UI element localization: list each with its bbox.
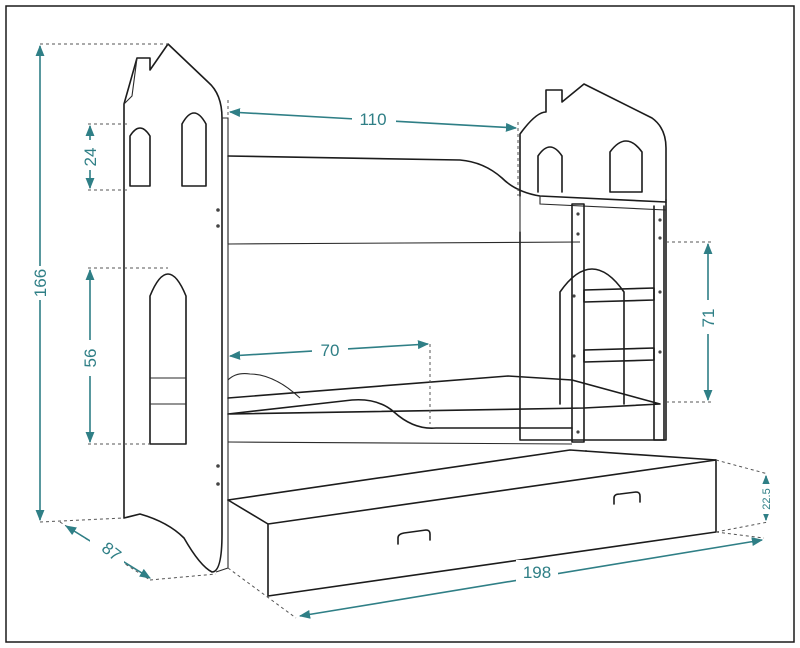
image-frame [5, 5, 795, 643]
label-ladder-height: 71 [699, 309, 718, 328]
left-window-lower [149, 273, 187, 445]
right-window-upper-1 [537, 146, 563, 193]
drawer-handle-1 [397, 529, 431, 545]
left-window-upper-1 [129, 127, 151, 187]
right-window-upper-2 [609, 140, 643, 193]
dimension-lines [35, 44, 771, 619]
right-end-panel [519, 83, 667, 201]
label-height: 166 [31, 269, 50, 297]
label-top-opening: 110 [359, 110, 386, 129]
bed-drawing [123, 43, 717, 597]
left-end-panel [123, 43, 223, 573]
left-window-upper-2 [181, 112, 207, 187]
bottom-guard-rail [227, 398, 573, 429]
ladder [571, 203, 665, 443]
bottom-mattress [227, 375, 661, 415]
label-window-lower: 56 [81, 349, 100, 368]
drawer [227, 449, 717, 597]
label-window-upper: 24 [81, 148, 100, 167]
label-length: 198 [523, 563, 551, 582]
extension-lines [39, 43, 769, 619]
label-drawer-height: 22.5 [761, 488, 773, 509]
drawer-handle-2 [613, 491, 641, 505]
label-bottom-opening: 70 [321, 341, 340, 360]
top-guard-rail [227, 155, 667, 203]
